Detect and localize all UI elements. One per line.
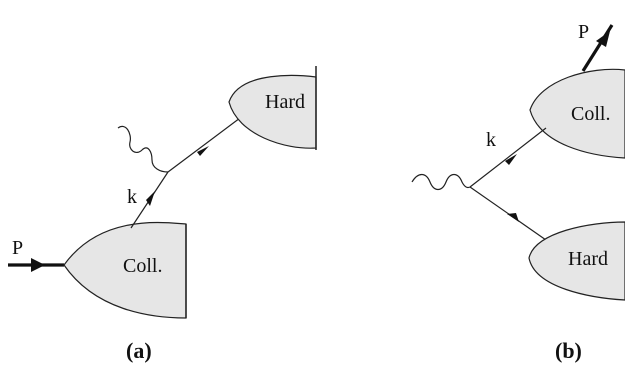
photon-wavy-line-a <box>117 125 169 173</box>
coll-blob-a <box>63 221 187 319</box>
k-label-a: k <box>127 186 137 208</box>
hard-label-b: Hard <box>568 248 608 270</box>
caption-a: (a) <box>126 338 152 363</box>
hard-label-a: Hard <box>265 91 305 113</box>
k-quark-line-a <box>130 171 169 229</box>
k-quark-line-b <box>469 127 547 188</box>
outgoing-p-label-b: P <box>578 21 589 43</box>
coll-label-b: Coll. <box>571 103 610 125</box>
hard-blob-b <box>528 221 625 301</box>
panel-a: P Coll. k Hard (a) <box>8 66 317 363</box>
k-label-b: k <box>486 129 496 151</box>
outgoing-quark-line-a <box>167 117 241 173</box>
coll-label-a: Coll. <box>123 255 162 277</box>
incoming-quark-line-b <box>469 186 547 241</box>
caption-b: (b) <box>555 338 582 363</box>
hard-blob-a <box>228 66 317 150</box>
photon-wavy-line-b <box>411 173 471 191</box>
incoming-proton-line-a <box>8 258 64 272</box>
panel-b: P Coll. k Hard (b) <box>411 21 625 363</box>
incoming-p-label-a: P <box>12 237 23 259</box>
coll-blob-b <box>529 68 625 159</box>
outgoing-proton-line-b <box>581 24 614 72</box>
